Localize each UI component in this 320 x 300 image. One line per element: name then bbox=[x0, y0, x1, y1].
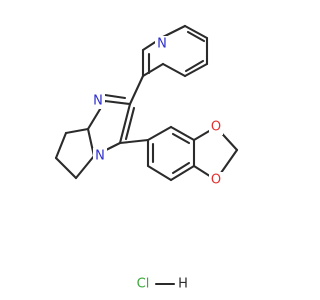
bond bbox=[146, 125, 173, 142]
molecule-canvas: N N N O O Cl H bbox=[54, 24, 239, 292]
bond bbox=[54, 131, 68, 160]
pyridine-ring bbox=[141, 24, 209, 78]
label-backdrop bbox=[155, 36, 169, 52]
bond bbox=[169, 125, 196, 142]
bond bbox=[161, 62, 187, 78]
bond bbox=[161, 24, 187, 39]
bond bbox=[186, 30, 206, 43]
label-backdrop bbox=[91, 93, 105, 109]
imidazole-nitrogen-top-label: N bbox=[93, 94, 103, 109]
label-backdrop bbox=[209, 172, 223, 188]
dioxole-oxygen-bottom-label: O bbox=[211, 173, 221, 188]
bond bbox=[183, 24, 209, 40]
bond bbox=[54, 156, 78, 180]
hydrogen-label: H bbox=[178, 277, 188, 292]
label-backdrop bbox=[93, 148, 107, 164]
bond bbox=[118, 102, 132, 145]
bond bbox=[169, 164, 196, 182]
label-backdrop bbox=[209, 119, 223, 135]
imidazole-nitrogen-bridge-label: N bbox=[95, 149, 105, 164]
bond bbox=[184, 59, 205, 73]
bond bbox=[146, 164, 173, 182]
imidazole-ring bbox=[86, 74, 145, 158]
benzene-ring bbox=[146, 125, 196, 182]
pyridine-nitrogen-label: N bbox=[157, 37, 167, 52]
chemical-structure: N N N O O Cl H bbox=[54, 24, 239, 292]
chlorine-label: Cl bbox=[137, 277, 150, 292]
bond bbox=[74, 154, 96, 180]
bond bbox=[128, 74, 145, 106]
bond bbox=[64, 127, 90, 135]
bond bbox=[171, 161, 191, 175]
bond bbox=[118, 138, 150, 145]
bond bbox=[103, 99, 132, 106]
pyrrolidine-ring bbox=[54, 127, 96, 180]
bond bbox=[171, 132, 191, 145]
bond bbox=[183, 62, 209, 78]
bond bbox=[124, 106, 136, 141]
dioxole-oxygen-top-label: O bbox=[211, 120, 221, 135]
bond bbox=[103, 93, 127, 100]
bond bbox=[141, 62, 165, 78]
